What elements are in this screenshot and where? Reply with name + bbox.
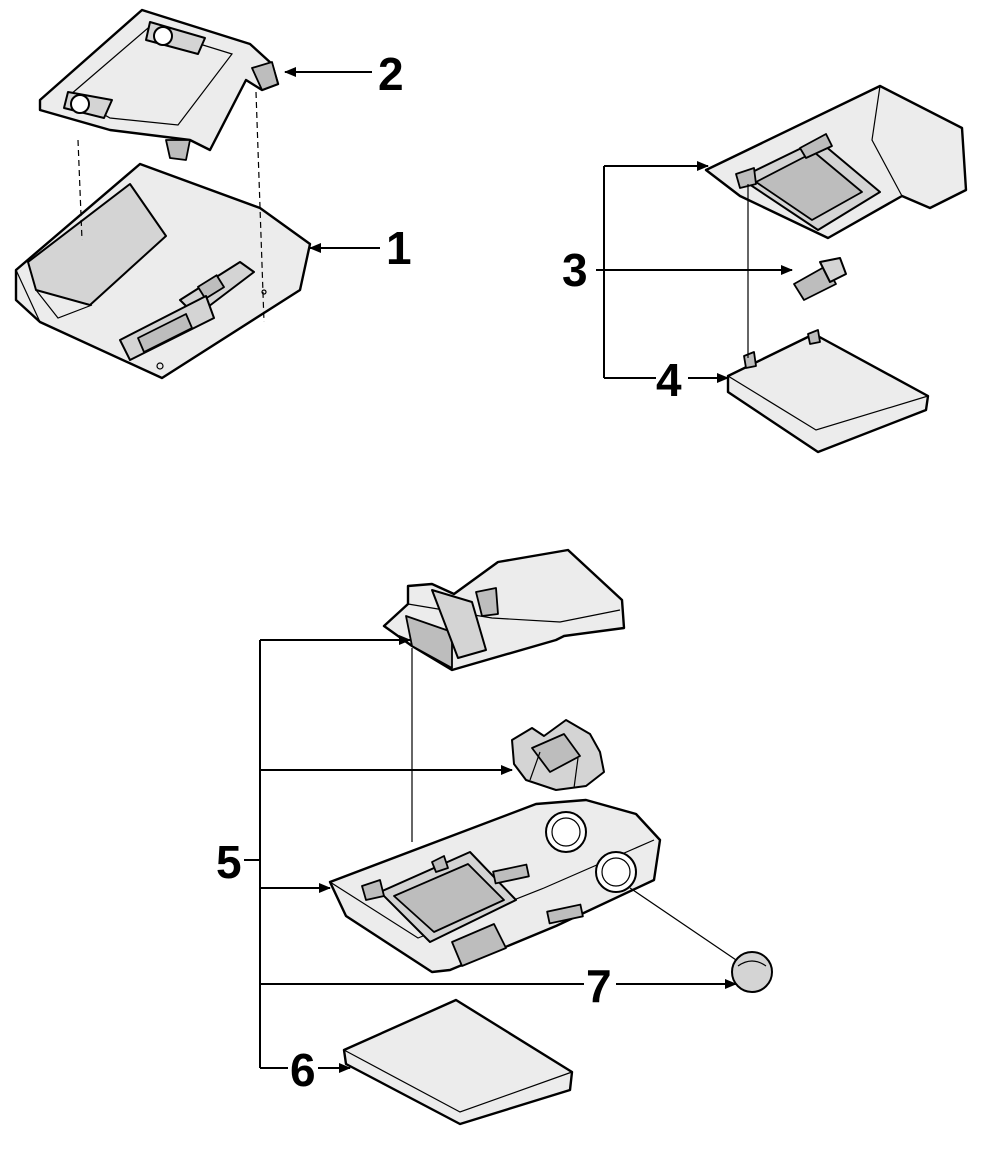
- callout-5[interactable]: 5: [216, 836, 242, 888]
- callout-2[interactable]: 2: [378, 48, 404, 100]
- part-5-mounting-bracket[interactable]: [382, 548, 626, 672]
- callout-4[interactable]: 4: [656, 354, 682, 406]
- part-7-bulb-cap[interactable]: [731, 951, 773, 993]
- part-4-lens[interactable]: [726, 329, 930, 454]
- leader-housing-to-part7: [629, 887, 743, 965]
- part-2-bracket[interactable]: [38, 8, 280, 161]
- part-1-console-housing[interactable]: [14, 162, 312, 380]
- part-3-lamp-housing[interactable]: [704, 84, 968, 240]
- part-5-console-housing[interactable]: [328, 798, 662, 974]
- callout-6[interactable]: 6: [290, 1044, 316, 1096]
- callout-3[interactable]: 3: [562, 244, 588, 296]
- callout-7[interactable]: 7: [586, 960, 612, 1012]
- part-5-switch-clip[interactable]: [511, 719, 605, 791]
- part-6-lens[interactable]: [342, 998, 574, 1126]
- leader-part2-to-part1-right: [255, 91, 265, 323]
- leader-part2-to-part1-left: [77, 139, 83, 241]
- callout-1[interactable]: 1: [386, 222, 412, 274]
- part-3-bulb[interactable]: [793, 257, 847, 301]
